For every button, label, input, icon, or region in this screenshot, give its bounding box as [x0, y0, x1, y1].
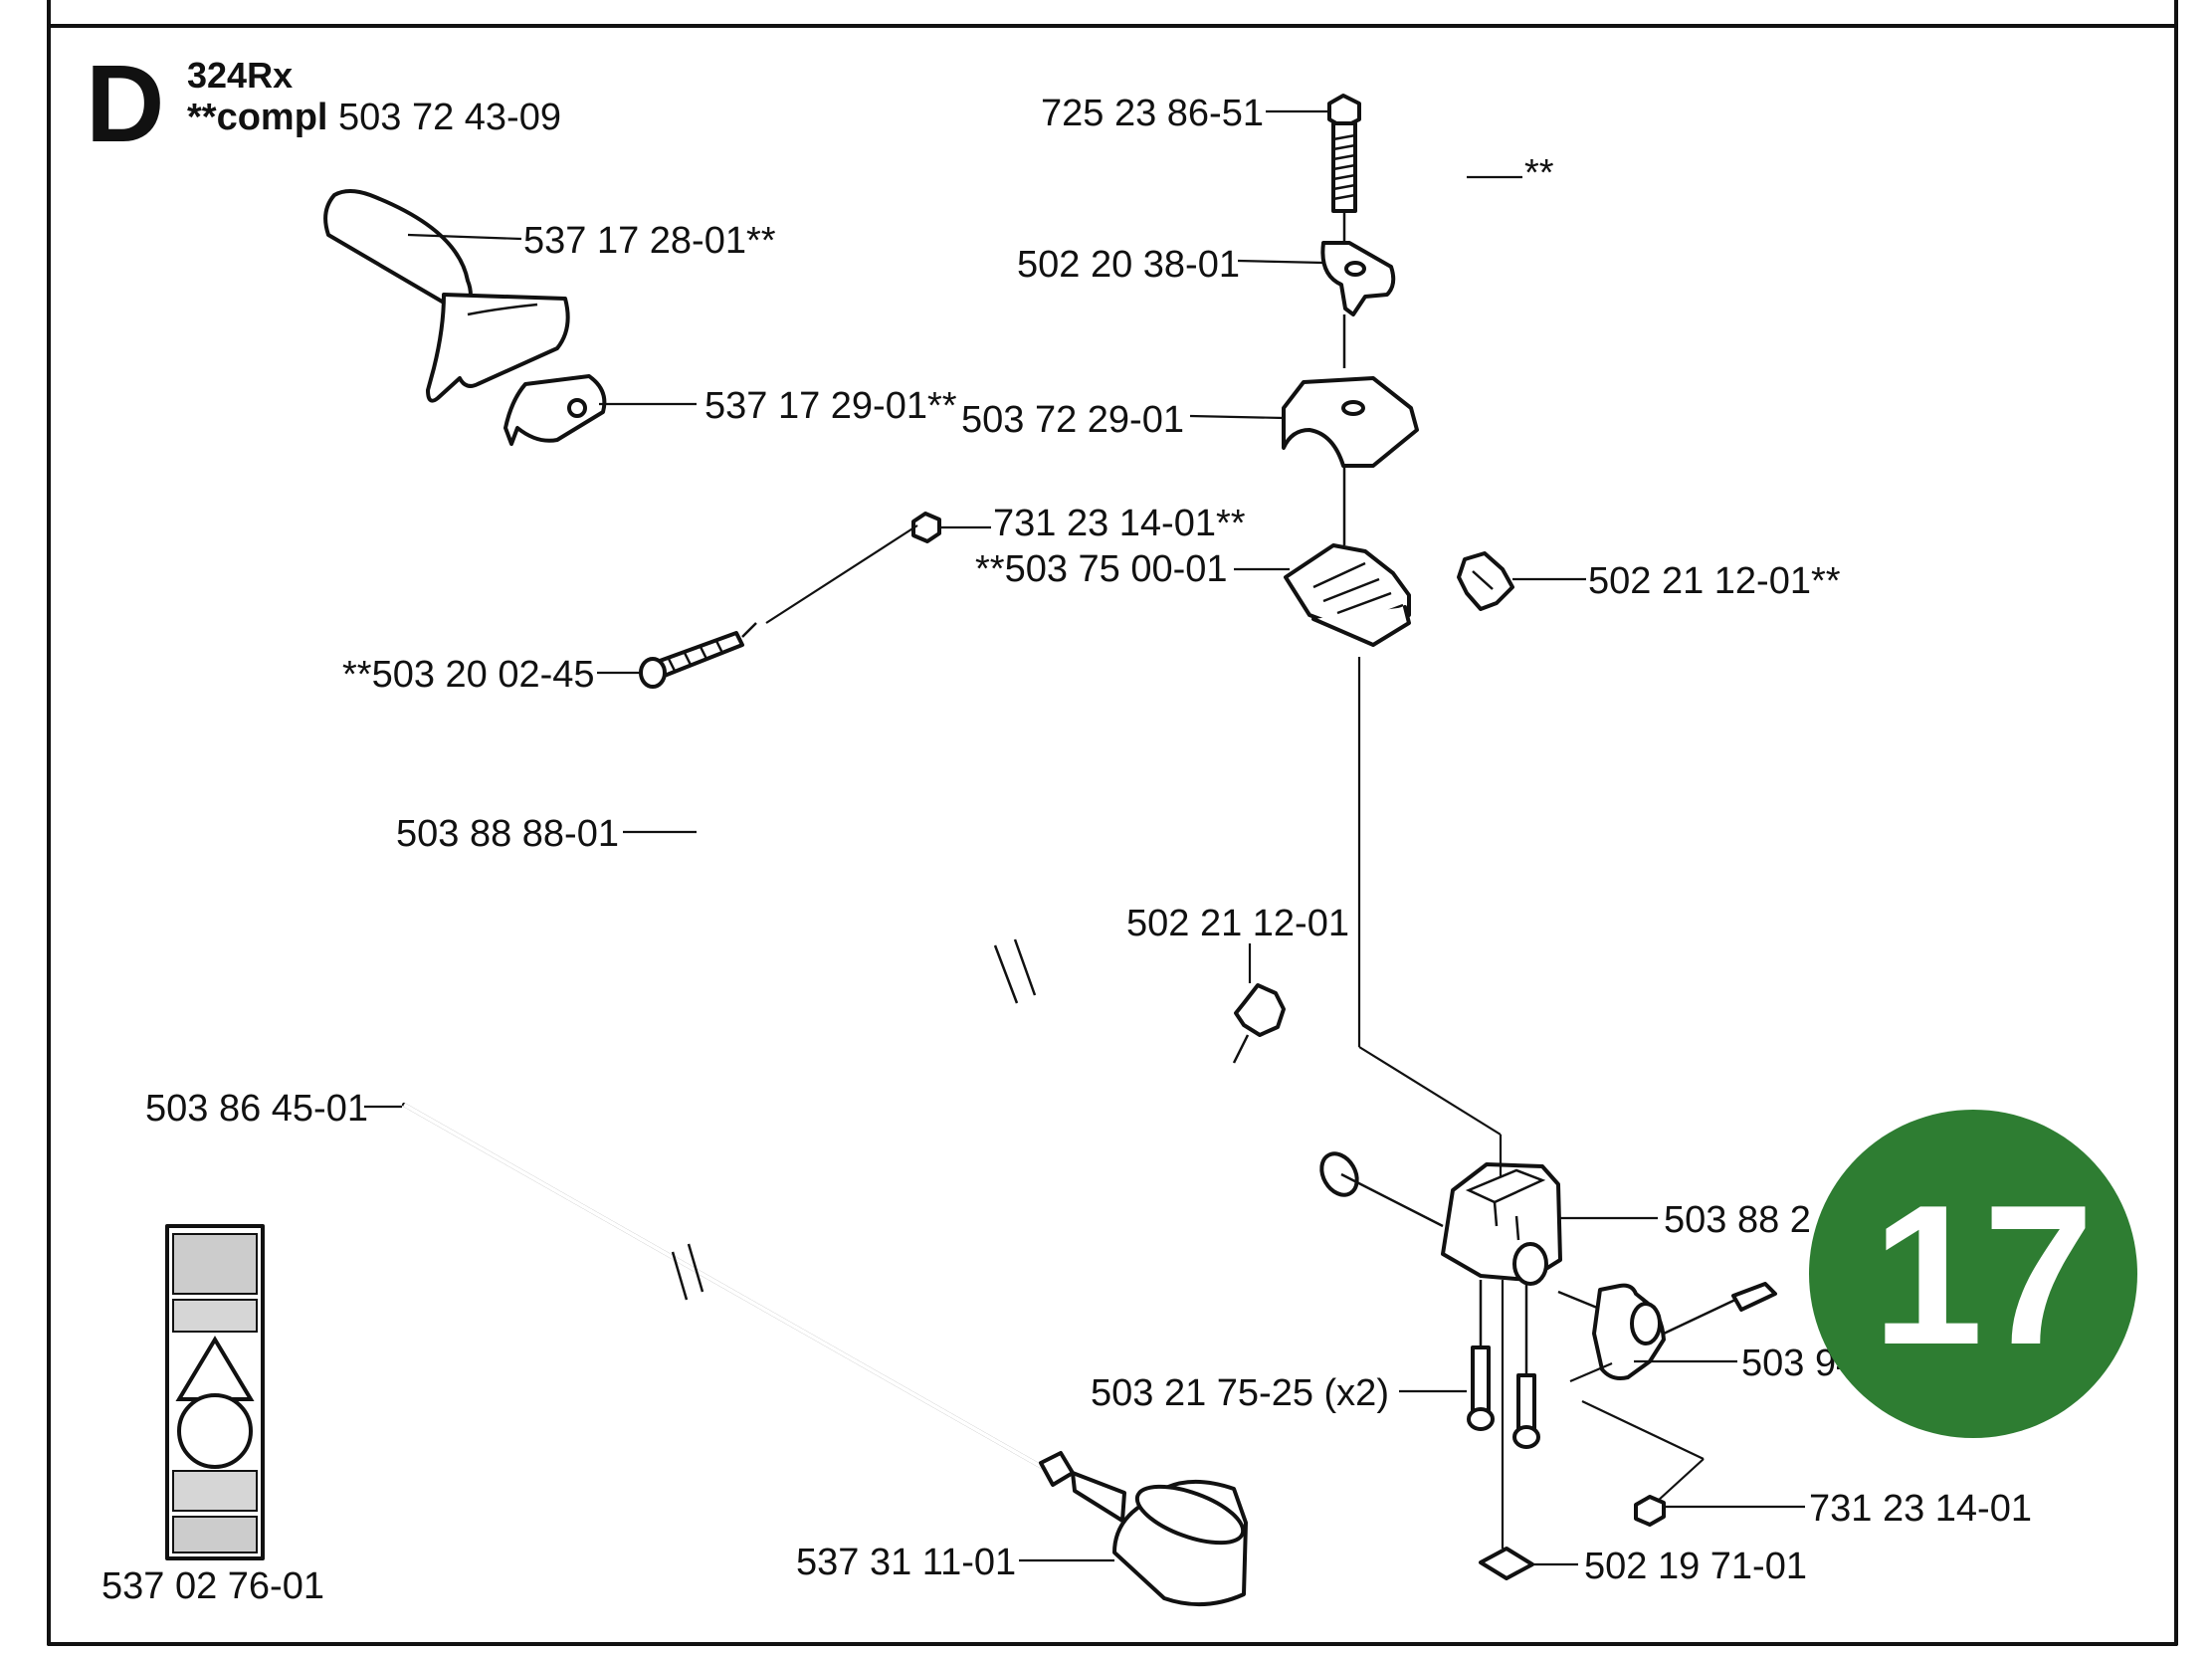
label-503-75-00-01: **503 75 00-01 [975, 548, 1228, 590]
label-725-23-86-51: 725 23 86-51 [1041, 93, 1264, 134]
bracket-part [1592, 1282, 1777, 1380]
label-503-88-2x: 503 88 2 [1664, 1199, 1811, 1241]
label-502-21-12-01-star: 502 21 12-01** [1588, 560, 1841, 602]
compl-number: 503 72 43-09 [338, 97, 561, 138]
label-503-21-75-25: 503 21 75-25 (x2) [1091, 1372, 1389, 1414]
drive-shaft-part [402, 1103, 1075, 1487]
label-star: ** [1524, 152, 1554, 194]
page-number: 17 [1873, 1164, 2094, 1386]
bolt-part-top [1327, 94, 1361, 249]
label-537-17-28-01: 537 17 28-01** [523, 220, 776, 262]
leader-lines [364, 109, 1805, 1566]
part-labels: 725 23 86-51 ** 537 17 28-01** 502 20 38… [101, 93, 2032, 1607]
screw-part-left [639, 622, 757, 689]
knob-part-middle [1232, 983, 1286, 1064]
knob-part-right [1457, 551, 1514, 611]
plate-part [1479, 1547, 1534, 1580]
section-letter: D [86, 43, 164, 165]
handle-grip-part [323, 189, 570, 403]
drum-part [1071, 1471, 1248, 1607]
label-503-88-88-01: 503 88 88-01 [396, 813, 619, 855]
label-503-20-02-45: **503 20 02-45 [342, 654, 595, 696]
label-537-02-76-01: 537 02 76-01 [101, 1565, 324, 1607]
nut-part-top [911, 512, 941, 543]
coupling-block-part [1441, 1162, 1603, 1312]
wing-nut-part [1320, 241, 1396, 368]
section-header: D 324Rx **compl 503 72 43-09 [86, 43, 561, 165]
label-502-19-71-01: 502 19 71-01 [1584, 1546, 1807, 1587]
page-number-badge: 17 [1809, 1110, 2137, 1438]
clamp-block-part [1284, 543, 1411, 647]
label-537-17-29-01: 537 17 29-01** [704, 385, 957, 427]
label-731-23-14-01: 731 23 14-01 [1809, 1488, 2032, 1530]
clamp-top-part [1282, 376, 1419, 545]
nut-part-bottom [1634, 1495, 1666, 1527]
label-503-86-45-01: 503 86 45-01 [145, 1088, 368, 1130]
handlebar-tube-part [576, 85, 1488, 660]
warning-decal-part [165, 1224, 265, 1560]
label-502-21-12-01: 502 21 12-01 [1126, 903, 1349, 944]
label-731-23-14-01-star: 731 23 14-01** [993, 503, 1246, 544]
shaft-tube-part [695, 806, 1444, 1228]
page-frame [47, 0, 2178, 1646]
throttle-part [503, 374, 607, 446]
label-502-20-38-01: 502 20 38-01 [1017, 244, 1240, 286]
model-name: 324Rx [187, 55, 293, 96]
label-537-31-11-01: 537 31 11-01 [796, 1542, 1016, 1583]
bolt-pair-part [1467, 1280, 1540, 1449]
compl-prefix: **compl [187, 97, 327, 138]
label-503-72-29-01: 503 72 29-01 [961, 399, 1184, 441]
